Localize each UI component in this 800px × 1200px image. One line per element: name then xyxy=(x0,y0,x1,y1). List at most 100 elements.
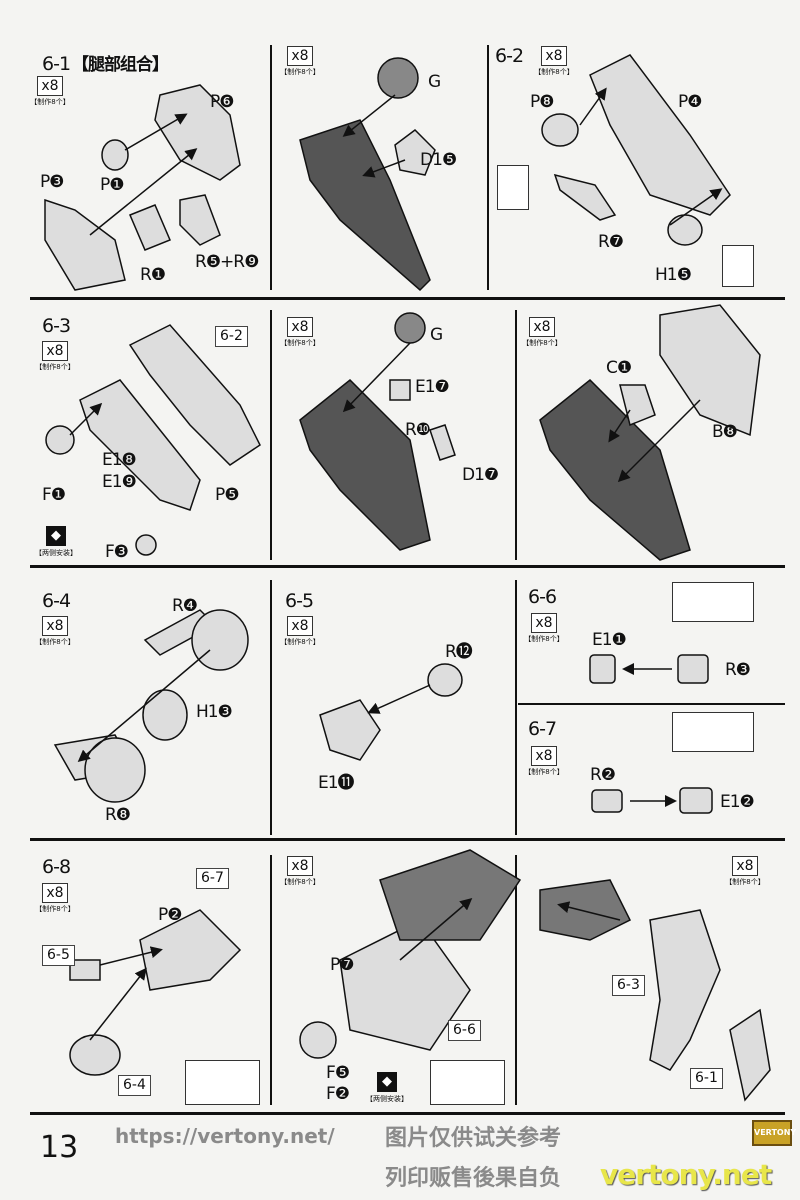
detail-inset xyxy=(672,582,754,622)
quantity-badge: x8【制作8个】 xyxy=(725,856,765,886)
quantity-badge: x8【制作8个】 xyxy=(35,616,75,646)
divider xyxy=(270,580,272,835)
part-leg-dark xyxy=(299,378,431,551)
part-label: G xyxy=(428,72,441,92)
part-label: P❷ xyxy=(158,905,182,925)
part-label: R❹ xyxy=(172,596,198,616)
part-upper xyxy=(379,849,522,941)
part-label: R❺+R❾ xyxy=(195,252,259,272)
part-f1 xyxy=(45,425,75,455)
part-leg-frame xyxy=(299,119,431,292)
both-sides-icon: ◆ xyxy=(46,526,66,546)
step-reference: 6-7 xyxy=(196,868,229,889)
part-label: P❺ xyxy=(215,485,239,505)
divider xyxy=(30,565,785,568)
step-reference: 6-2 xyxy=(215,326,248,347)
part-e17 xyxy=(389,379,411,401)
divider xyxy=(518,703,785,705)
quantity-badge: x8【制作8个】 xyxy=(534,46,574,76)
step-reference: 6-5 xyxy=(42,945,75,966)
both-sides-note: ◆【两侧安装】 xyxy=(366,1072,408,1103)
step-6-1-title: 6-1【腿部组合】 xyxy=(42,53,169,75)
part-r3 xyxy=(677,654,709,684)
part-b8 xyxy=(659,304,761,437)
part-label: P❸ xyxy=(40,172,64,192)
part-label: P❼ xyxy=(330,955,354,975)
part-p8 xyxy=(541,113,579,147)
part-upper xyxy=(539,879,632,941)
step-6-3-title: 6-3 xyxy=(42,315,71,337)
step-reference: 6-6 xyxy=(448,1020,481,1041)
divider xyxy=(515,855,517,1105)
part-leg-dark xyxy=(539,378,691,561)
detail-inset xyxy=(430,1060,505,1105)
part-label: G xyxy=(430,325,443,345)
part-p3 xyxy=(44,198,126,291)
part-label: P❻ xyxy=(210,92,234,112)
watermark-site: vertony.net xyxy=(600,1158,772,1191)
part-d17 xyxy=(429,424,456,461)
part-6-2-assembly xyxy=(128,324,261,466)
quantity-badge: x8【制作8个】 xyxy=(524,746,564,776)
divider xyxy=(515,580,517,835)
detail-inset xyxy=(672,712,754,752)
step-6-6-title: 6-6 xyxy=(528,586,557,608)
part-label: E1❷ xyxy=(720,792,755,812)
part-p6 xyxy=(154,84,241,181)
part-label: R❶ xyxy=(140,265,166,285)
step-subtitle: 【腿部组合】 xyxy=(72,55,169,75)
part-p4 xyxy=(589,54,731,216)
part-c1 xyxy=(619,384,656,427)
divider xyxy=(30,297,785,300)
part-r12 xyxy=(427,663,463,697)
watermark-url: https://vertony.net/ xyxy=(115,1124,335,1148)
part-p5 xyxy=(79,379,201,511)
part-label: D1❼ xyxy=(462,465,499,485)
divider xyxy=(270,855,272,1105)
part-6-3 xyxy=(649,909,721,1071)
part-label: C❶ xyxy=(606,358,632,378)
part-6-4 xyxy=(69,1034,121,1076)
quantity-badge: x8【制作8个】 xyxy=(524,613,564,643)
part-label: P❹ xyxy=(678,92,702,112)
quantity-badge: x8【制作8个】 xyxy=(30,76,70,106)
step-reference: 6-4 xyxy=(118,1075,151,1096)
part-label: H1❺ xyxy=(655,265,692,285)
quantity-badge: x8【制作8个】 xyxy=(280,616,320,646)
part-label: R❽ xyxy=(105,805,131,825)
detail-inset xyxy=(185,1060,260,1105)
watermark-text: 图片仅供试关参考 xyxy=(385,1126,562,1151)
quantity-badge: x8【制作8个】 xyxy=(280,856,320,886)
part-r2 xyxy=(591,789,623,813)
divider xyxy=(270,45,272,290)
part-g xyxy=(394,312,426,344)
divider xyxy=(30,838,785,841)
part-e11 xyxy=(589,654,616,684)
part-label: E1❶ xyxy=(592,630,627,650)
part-label: R⓬ xyxy=(445,642,473,662)
vertony-logo: VERTONY xyxy=(752,1120,796,1146)
part-label: P❶ xyxy=(100,175,124,195)
part-label: H1❸ xyxy=(196,702,233,722)
part-label: F❷ xyxy=(326,1084,350,1104)
step-reference: 6-3 xyxy=(612,975,645,996)
part-6-5 xyxy=(69,959,101,981)
part-f3 xyxy=(135,534,157,556)
quantity-badge: x8【制作8个】 xyxy=(35,883,75,913)
part-label: R❷ xyxy=(590,765,616,785)
part-label: R❿ xyxy=(405,420,431,440)
step-6-5-title: 6-5 xyxy=(285,590,314,612)
part-label: E1❽ xyxy=(102,450,137,470)
detail-inset xyxy=(497,165,529,210)
part-label: F❶ xyxy=(42,485,66,505)
both-sides-icon: ◆ xyxy=(377,1072,397,1092)
part-label: B❽ xyxy=(712,422,738,442)
quantity-badge: x8【制作8个】 xyxy=(35,341,75,371)
step-reference: 6-1 xyxy=(690,1068,723,1089)
part-r5-r9 xyxy=(179,194,221,246)
part-label: R❸ xyxy=(725,660,751,680)
part-h15 xyxy=(667,214,703,246)
part-p1 xyxy=(101,139,129,171)
watermark-text: 列印贩售後果自负 xyxy=(385,1166,562,1191)
divider xyxy=(487,45,489,290)
